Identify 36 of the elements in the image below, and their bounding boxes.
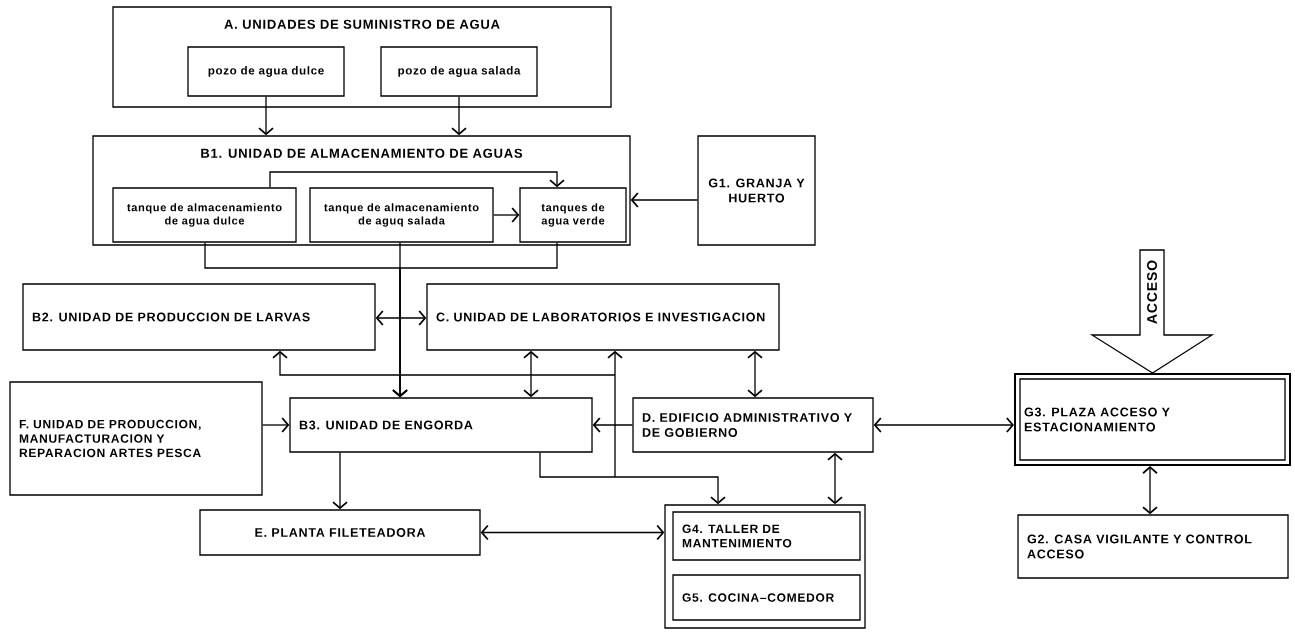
edge-label: ACCESO bbox=[1146, 258, 1158, 326]
process-box: B2. UNIDAD DE PRODUCCION DE LARVAS bbox=[22, 283, 376, 351]
arrow bbox=[332, 452, 348, 510]
arrow bbox=[630, 192, 698, 208]
process-box: E. PLANTA FILETEADORA bbox=[199, 509, 481, 556]
arrow bbox=[269, 171, 565, 188]
arrow bbox=[747, 350, 763, 398]
arrow bbox=[392, 242, 558, 398]
arrow bbox=[272, 350, 623, 478]
arrow bbox=[827, 452, 843, 505]
process-box: G5. COCINA–COMEDOR bbox=[672, 574, 861, 621]
arrow bbox=[523, 350, 539, 398]
arrow bbox=[493, 207, 520, 223]
arrow bbox=[592, 417, 633, 433]
process-box: F. UNIDAD DE PRODUCCION, MANUFACTURACION Y REPARACION ARTES PESCA bbox=[9, 381, 263, 496]
arrow bbox=[873, 417, 1014, 433]
process-box: G3. PLAZA ACCESO Y ESTACIONAMIENTO bbox=[1014, 373, 1291, 466]
process-box: C. UNIDAD DE LABORATORIOS E INVESTIGACION bbox=[426, 283, 780, 351]
process-box: G2. CASA VIGILANTE Y CONTROL ACCESO bbox=[1017, 514, 1289, 579]
arrow bbox=[451, 96, 467, 136]
process-box: B3. UNIDAD DE ENGORDA bbox=[289, 397, 593, 453]
arrow bbox=[262, 417, 290, 433]
process-box: pozo de agua salada bbox=[380, 46, 538, 97]
process-box: tanque de almacenamiento de agua dulce bbox=[112, 187, 297, 243]
arrow bbox=[375, 310, 427, 326]
arrow bbox=[480, 524, 665, 541]
process-box: G4. TALLER DE MANTENIMIENTO bbox=[672, 511, 861, 561]
arrow bbox=[1142, 466, 1158, 515]
process-box: D. EDIFICIO ADMINISTRATIVO Y DE GOBIERNO bbox=[632, 397, 874, 453]
process-box: pozo de agua dulce bbox=[187, 46, 345, 97]
group-box bbox=[664, 504, 866, 629]
arrow bbox=[258, 96, 274, 136]
process-box: tanque de almacenamiento de aguq salada bbox=[309, 187, 494, 243]
process-box: tanques de agua verde bbox=[519, 187, 627, 243]
process-box: G1. GRANJA Y HUERTO bbox=[697, 135, 816, 246]
arrow bbox=[539, 452, 726, 505]
